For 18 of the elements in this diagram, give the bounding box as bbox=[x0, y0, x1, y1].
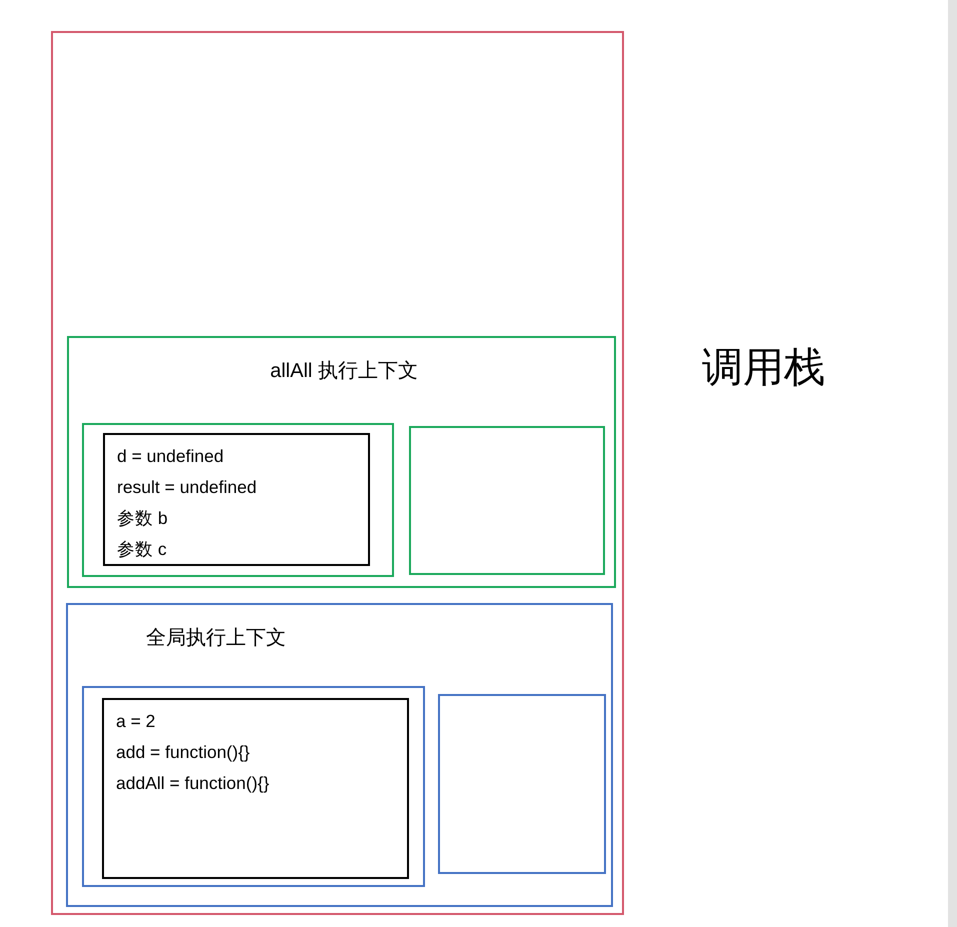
context-title: 全局执行上下文 bbox=[146, 626, 286, 651]
variable-entry: 参数 c bbox=[117, 538, 167, 561]
call-stack-title: 调用栈 bbox=[702, 343, 825, 392]
variable-entry: a = 2 bbox=[116, 710, 156, 733]
variable-entry: addAll = function(){} bbox=[116, 772, 270, 795]
context-box bbox=[66, 603, 613, 907]
context-title: allAll 执行上下文 bbox=[270, 359, 418, 384]
empty-box bbox=[409, 426, 605, 575]
variable-box bbox=[103, 433, 370, 566]
scope-box bbox=[82, 686, 425, 887]
context-box bbox=[67, 336, 616, 588]
variable-entry: 参数 b bbox=[117, 507, 168, 530]
scope-box bbox=[82, 423, 394, 577]
variable-box bbox=[102, 698, 409, 879]
variable-entry: d = undefined bbox=[117, 445, 224, 468]
variable-entry: add = function(){} bbox=[116, 741, 250, 764]
empty-box bbox=[438, 694, 606, 874]
variable-entry: result = undefined bbox=[117, 476, 257, 499]
